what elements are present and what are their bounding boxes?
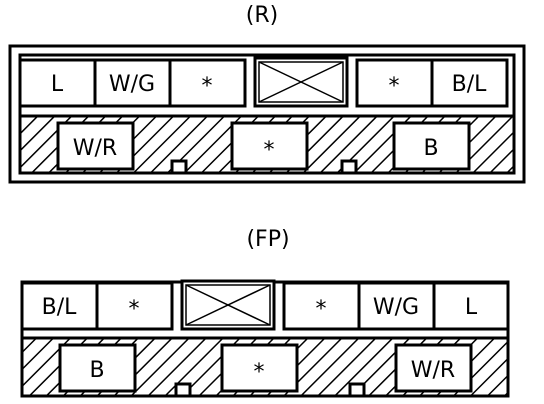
crossed-box-icon (180, 279, 276, 331)
connector-r-housing (8, 44, 526, 184)
connector-fp-terminal-top-2 (95, 281, 174, 331)
connector-fp-terminal-top-2-label: * (129, 297, 140, 322)
connector-r-label: (R) (246, 3, 278, 28)
connector-r-terminal-top-2 (93, 58, 172, 108)
connector-r-terminal-bottom-1 (56, 121, 135, 171)
connector-fp-terminal-bottom-3-label: W/R (411, 358, 455, 383)
connector-r-terminal-bottom-3-label: B (423, 136, 438, 161)
connector-r-terminal-top-6-label: B/L (452, 72, 488, 97)
connector-fp-terminal-top-5-label: W/G (373, 295, 419, 320)
connector-fp-terminal-top-6-label: L (465, 295, 478, 320)
connector-fp-terminal-top-4-label: * (316, 297, 327, 322)
connector-fp-label: (FP) (246, 227, 289, 252)
connector-fp-terminal-top-5 (357, 281, 436, 331)
connector-fp-terminal-bottom-1 (58, 343, 137, 393)
connector-fp-terminal-bottom-2 (220, 343, 299, 393)
connector-fp-terminal-bottom-1-label: B (89, 358, 104, 383)
connector-r-terminal-top-3-label: * (202, 74, 213, 99)
connector-fp: (FP) B/L * * W/G L B * W/R (20, 227, 510, 398)
connector-r-terminal-bottom-1-label: W/R (73, 136, 117, 161)
connector-r-terminal-top-5-label: * (389, 74, 400, 99)
connector-fp-terminal-top-6 (432, 281, 510, 331)
crossed-box-icon (253, 56, 349, 108)
connector-fp-terminal-bottom-2-label: * (254, 360, 265, 385)
connector-r-terminal-bottom-2-label: * (264, 138, 275, 163)
connector-fp-terminal-top-1-label: B/L (42, 295, 78, 320)
connector-fp-terminal-top-4 (282, 281, 361, 331)
connector-r-terminal-top-6 (430, 58, 509, 108)
connector-r-terminal-top-3 (168, 58, 247, 108)
connector-fp-terminal-top-1 (20, 281, 99, 331)
connector-r-terminal-top-1-label: L (51, 72, 64, 97)
connector-r-terminal-top-5 (355, 58, 434, 108)
connector-r-terminal-bottom-2 (230, 121, 309, 171)
connector-r-terminal-bottom-3 (392, 121, 471, 171)
connector-r-terminal-top-2-label: W/G (109, 72, 155, 97)
connector-fp-terminal-bottom-3 (394, 343, 473, 393)
connector-r: (R) L W/G * * B/L W/R * B (8, 3, 526, 184)
